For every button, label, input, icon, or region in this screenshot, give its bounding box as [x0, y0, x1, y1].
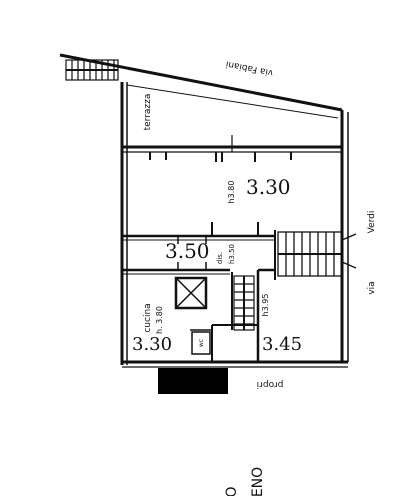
- bottom-char: O: [224, 486, 240, 496]
- wc-box: [191, 331, 211, 355]
- street-right-name: Verdi: [367, 211, 377, 234]
- kitchen-height-label: h. 3.80: [155, 306, 164, 334]
- inner-staircase: [233, 275, 255, 331]
- outer-walls: [59, 53, 349, 368]
- dis-label: dis.: [216, 252, 224, 264]
- light-well: [174, 276, 208, 310]
- height-dis-label: h3.50: [228, 244, 236, 264]
- right-staircase: [277, 231, 357, 277]
- right-room-dimension: 3.45: [262, 334, 302, 355]
- entrance-stair: [65, 59, 119, 81]
- height-right-label: h3.95: [261, 294, 270, 317]
- wc-label: wc: [198, 339, 205, 347]
- bottom-text: ENO: [250, 467, 266, 496]
- height-main-label: h3.80: [227, 181, 236, 204]
- kitchen-dimension: 3.30: [132, 334, 172, 355]
- kitchen-label: cucina: [143, 303, 153, 332]
- street-right-via: via: [367, 281, 377, 294]
- center-dimension: 3.50: [165, 239, 210, 263]
- property-label: propri: [257, 379, 284, 389]
- street-top-label: via Fabiani: [225, 58, 274, 77]
- interior-walls: [122, 135, 292, 362]
- redaction-block: [158, 368, 228, 394]
- terrace-label: terrazza: [143, 94, 153, 131]
- main-room-dimension: 3.30: [246, 175, 291, 199]
